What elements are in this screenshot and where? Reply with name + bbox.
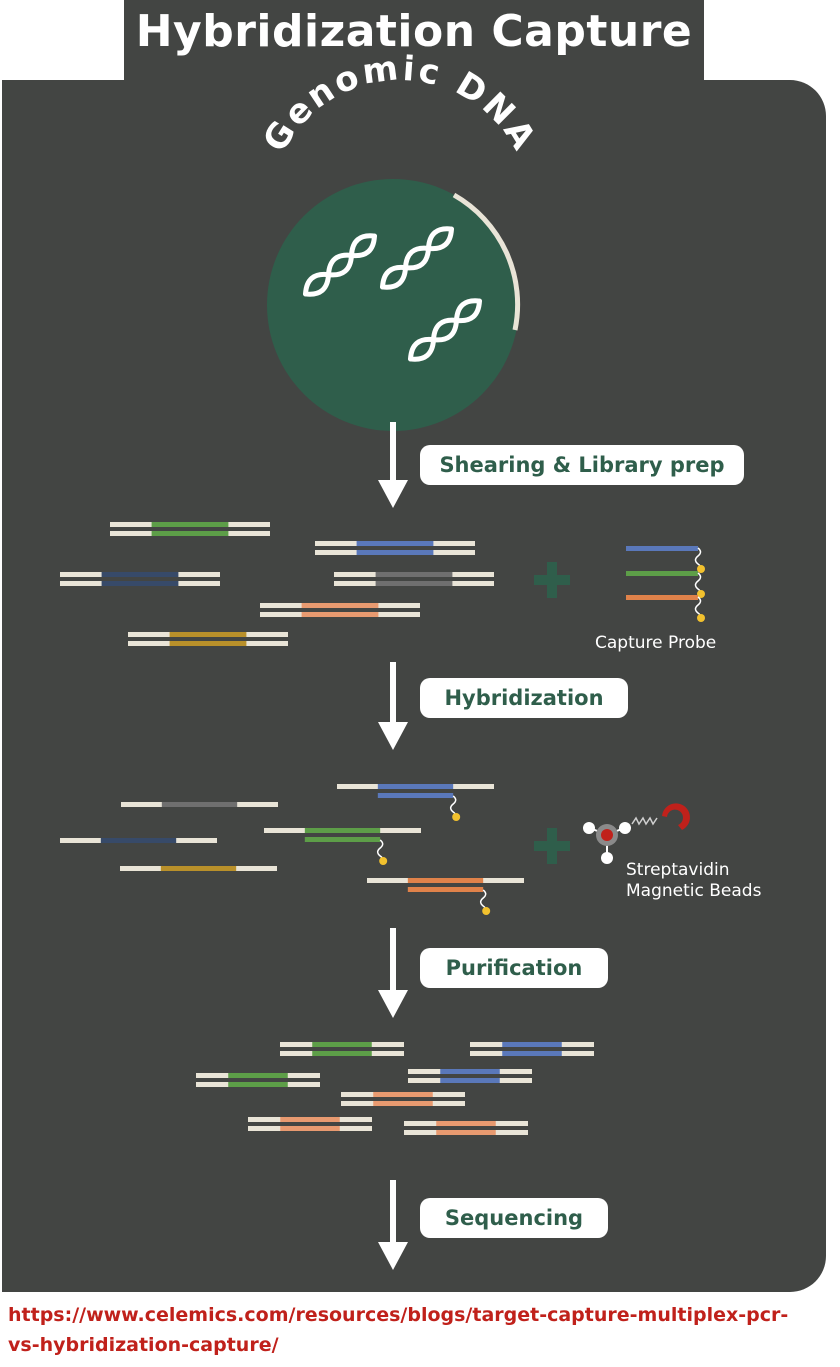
fragment-insert: [375, 581, 453, 586]
dna-helix-icon: [303, 233, 377, 297]
diagram-canvas: Hybridization Capture Genomic DNA Sheari…: [2, 0, 826, 1292]
fragment-insert: [375, 572, 453, 577]
streptavidin-label: Streptavidin: [626, 860, 730, 880]
hybridized-probe: [304, 837, 381, 842]
step-shearing-library-prep: Shearing & Library prep: [420, 445, 744, 485]
single-strand-insert: [304, 828, 381, 833]
title-tab: [124, 0, 704, 84]
plus-sign: [547, 828, 557, 864]
probe-linker: [479, 889, 487, 911]
fragment-insert: [301, 603, 379, 608]
magnet-icon: [662, 803, 690, 830]
capture-probe-strand: [626, 571, 698, 576]
step-arrow-shaft: [390, 422, 396, 486]
source-url: https://www.celemics.com/resources/blogs…: [8, 1300, 834, 1360]
single-strand-insert: [407, 878, 484, 883]
hybridized-probe: [377, 793, 454, 798]
fragment-insert: [169, 641, 247, 646]
biotin-dot: [697, 565, 705, 573]
diagram-title: Hybridization Capture: [135, 6, 693, 57]
biotin-dot: [697, 614, 705, 622]
genomic-dna-label: Genomic DNA: [255, 48, 544, 159]
biotin-dot: [452, 813, 461, 821]
fragment-insert: [373, 1101, 433, 1106]
fragment-insert: [373, 1092, 433, 1097]
step-arrow-shaft: [390, 1180, 396, 1248]
step-purification: Purification: [420, 948, 608, 988]
single-strand-insert: [100, 838, 177, 843]
step-arrow-shaft: [390, 928, 396, 996]
capture-probe-strand: [626, 546, 698, 551]
capture-probe-label: Capture Probe: [595, 633, 717, 653]
fragment-insert: [101, 572, 179, 577]
probe-linker: [449, 795, 457, 817]
step-arrow-shaft: [390, 662, 396, 728]
bead-linker: [631, 816, 658, 826]
biotin-dot: [379, 857, 388, 865]
capture-probe-strand: [626, 595, 698, 600]
step-hybridization: Hybridization: [420, 678, 628, 718]
step-sequencing: Sequencing: [420, 1198, 608, 1238]
step-arrow-head: [378, 722, 408, 750]
streptavidin-site: [583, 822, 595, 834]
fragment-insert: [312, 1051, 372, 1056]
probe-linker: [376, 839, 384, 861]
fragment-insert: [169, 632, 247, 637]
fragment-insert: [151, 531, 229, 536]
step-arrow-head: [378, 1242, 408, 1270]
fragment-insert: [312, 1042, 372, 1047]
single-strand-insert: [377, 784, 454, 789]
fragment-insert: [280, 1126, 340, 1131]
step-arrow-head: [378, 990, 408, 1018]
genomic-dna-circle: [267, 179, 519, 431]
fragment-insert: [228, 1082, 288, 1087]
magnetic-beads-label: Magnetic Beads: [626, 881, 762, 901]
source-url-line-1: https://www.celemics.com/resources/blogs…: [8, 1304, 789, 1326]
fragment-insert: [101, 581, 179, 586]
fragment-insert: [356, 541, 434, 546]
fragment-insert: [151, 522, 229, 527]
source-url-line-2: vs-hybridization-capture/: [8, 1334, 279, 1356]
fragment-insert: [502, 1042, 562, 1047]
biotin-dot: [697, 590, 705, 598]
fragment-insert: [436, 1130, 496, 1135]
fragment-insert: [280, 1117, 340, 1122]
streptavidin-site: [601, 852, 613, 864]
fragment-insert: [228, 1073, 288, 1078]
dna-helix-icon: [408, 298, 482, 362]
diagram-graphics: Genomic DNA: [60, 48, 705, 1270]
bead-core: [601, 829, 613, 841]
streptavidin-site: [619, 822, 631, 834]
fragment-insert: [356, 550, 434, 555]
biotin-dot: [482, 907, 491, 915]
fragment-insert: [502, 1051, 562, 1056]
step-arrow-head: [378, 480, 408, 508]
hybridized-probe: [407, 887, 484, 892]
plus-sign: [547, 562, 557, 598]
fragment-insert: [301, 612, 379, 617]
genomic-dna-circle-rim: [452, 192, 521, 331]
single-strand-insert: [160, 866, 237, 871]
fragment-insert: [440, 1078, 500, 1083]
fragment-insert: [436, 1121, 496, 1126]
fragment-insert: [440, 1069, 500, 1074]
single-strand-insert: [161, 802, 238, 807]
dna-helix-icon: [380, 226, 454, 290]
